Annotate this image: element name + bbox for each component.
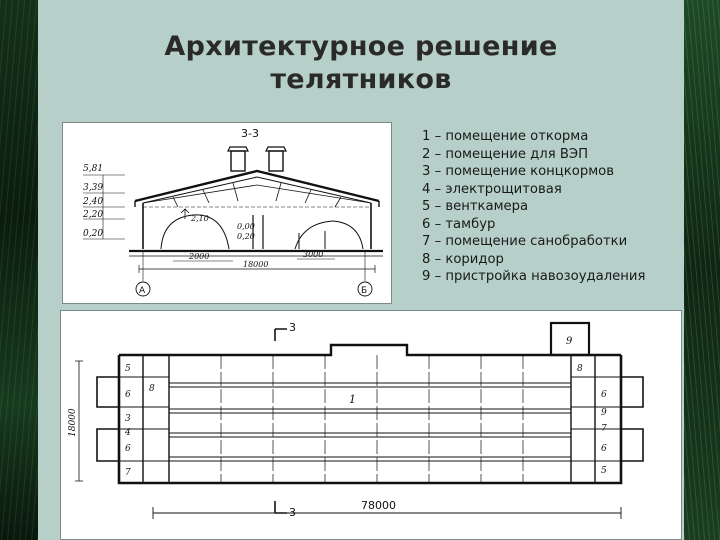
inner-height-label: 0,20 — [237, 232, 255, 241]
axis-label: Б — [361, 286, 367, 296]
width-dim-label: 18000 — [68, 408, 78, 437]
room-label-left: 8 — [149, 384, 155, 394]
legend-item: 1 – помещение откорма — [422, 129, 589, 144]
elevation-label: 0,20 — [83, 229, 103, 239]
room-label-right: 8 — [577, 364, 583, 374]
legend-item: 8 – коридор — [422, 251, 504, 267]
inner-height-label: 2,10 — [190, 214, 209, 223]
inner-height-label: 0,00 — [237, 222, 255, 231]
title-line-1: Архитектурное решение — [164, 31, 558, 62]
room-label-annex: 9 — [566, 336, 573, 347]
room-label-left: 5 — [125, 364, 131, 374]
axis-label: А — [139, 286, 146, 296]
floor-plan-drawing: 3 3 9 1 5 6 — [60, 310, 682, 540]
elevation-label: 2,20 — [82, 210, 103, 220]
room-label-right: 9 — [601, 408, 607, 418]
room-label-right: 6 — [601, 444, 607, 454]
room-label-main: 1 — [349, 393, 356, 406]
room-label-left: 7 — [125, 468, 131, 478]
room-label-left: 3 — [125, 414, 131, 424]
room-legend: 1 – помещение откорма 2 – помещение для … — [422, 128, 645, 286]
section-label: 3-3 — [241, 127, 259, 140]
room-label-left: 6 — [125, 390, 131, 400]
left-decor-band — [0, 0, 38, 540]
room-label-left: 6 — [125, 444, 131, 454]
legend-item: 9 – пристройка навозоудаления — [422, 269, 646, 284]
slide: Архитектурное решение телятников 3-3 — [38, 0, 684, 540]
elevation-label: 3,39 — [83, 183, 103, 193]
dim-label: 18000 — [243, 260, 268, 269]
elevation-label: 2,40 — [82, 197, 103, 207]
legend-item: 7 – помещение санобработки — [422, 234, 628, 249]
right-decor-band — [684, 0, 720, 540]
elevation-label: 5,81 — [83, 164, 103, 174]
section-drawing: 3-3 5,81 3 — [62, 122, 392, 304]
legend-item: 3 – помещение концкормов — [422, 164, 614, 179]
slide-title: Архитектурное решение телятников — [38, 30, 684, 96]
dim-label: 3000 — [303, 250, 323, 259]
cut-label: 3 — [289, 506, 296, 519]
dim-label: 2000 — [188, 252, 209, 261]
legend-item: 5 – венткамера — [422, 199, 529, 214]
room-label-right: 7 — [601, 424, 607, 434]
legend-item: 6 – тамбур — [422, 216, 496, 232]
legend-item: 2 – помещение для ВЭП — [422, 146, 588, 162]
room-label-left: 4 — [124, 428, 131, 438]
length-dim-label: 78000 — [361, 499, 396, 512]
legend-item: 4 – электрощитовая — [422, 181, 562, 197]
title-line-2: телятников — [270, 64, 452, 95]
cut-label: 3 — [289, 321, 296, 334]
room-label-right: 6 — [601, 390, 607, 400]
room-label-right: 5 — [601, 466, 607, 476]
